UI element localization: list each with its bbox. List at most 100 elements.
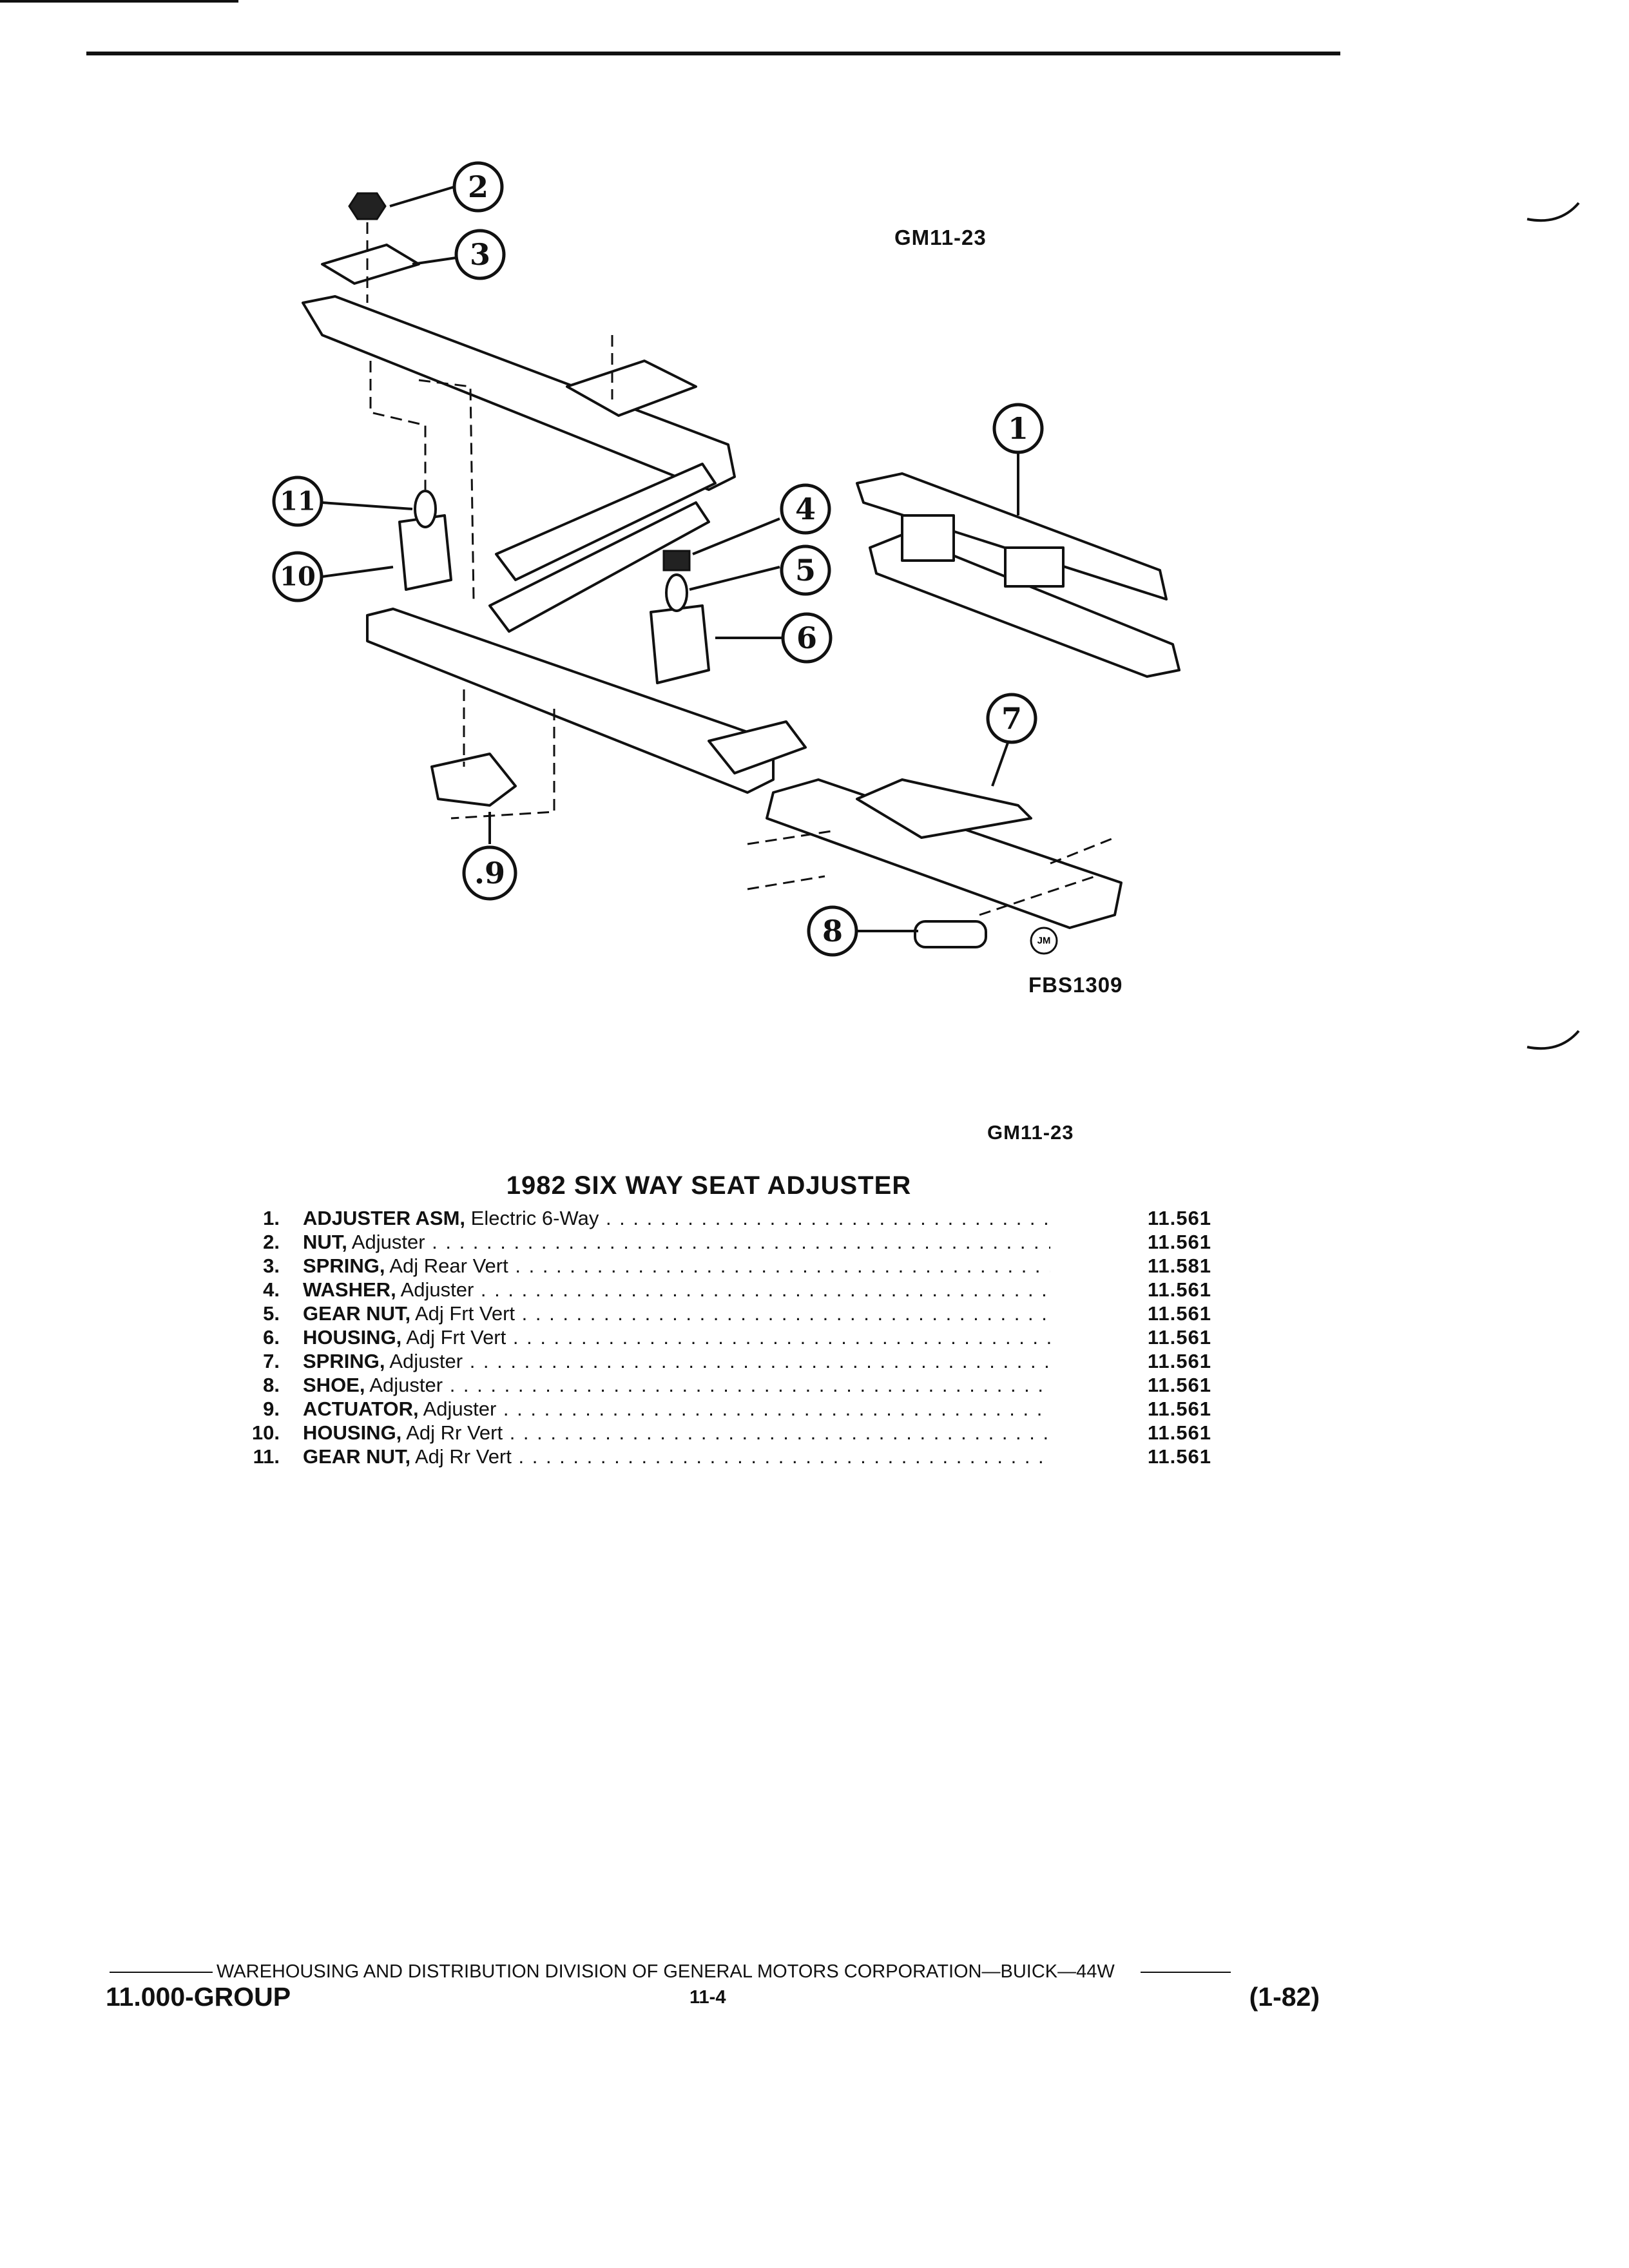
- part-description: ADJUSTER ASM, Electric 6-Way: [303, 1206, 1050, 1230]
- parts-list-row: 3. SPRING, Adj Rear Vert 11.581: [238, 1254, 1211, 1278]
- callout-2: [452, 161, 504, 213]
- part-reference: 11.561: [1147, 1207, 1211, 1229]
- part-reference: 11.581: [1147, 1254, 1211, 1277]
- callout-1: [992, 403, 1044, 454]
- page-number: 11-4: [689, 1987, 726, 2008]
- part-reference: 11.561: [1147, 1445, 1211, 1468]
- part-name: ACTUATOR,: [303, 1398, 419, 1420]
- part-name: HOUSING,: [303, 1326, 402, 1349]
- exploded-parts-diagram: 2 3 1 4 5 6 7 8 .9 10 11 JM: [272, 161, 1580, 1050]
- part-name: SHOE,: [303, 1374, 365, 1396]
- part-reference: 11.561: [1147, 1302, 1211, 1325]
- parts-list-row: 11. GEAR NUT, Adj Rr Vert 11.561: [238, 1445, 1211, 1468]
- part-number: 3.: [263, 1254, 280, 1277]
- shoe: [914, 920, 987, 948]
- adjuster-motor-b: [1004, 546, 1065, 588]
- margin-tick-1: [1527, 202, 1580, 222]
- header-rule: [86, 52, 1340, 55]
- footer-rule-right: [1140, 1972, 1231, 1974]
- part-reference: 11.561: [1147, 1398, 1211, 1420]
- callout-8-label: 8: [822, 914, 843, 948]
- part-detail: Adj Rr Vert: [410, 1445, 512, 1468]
- lower-track: [366, 608, 775, 794]
- callout-9-label: .9: [474, 856, 505, 890]
- part-name: GEAR NUT,: [303, 1445, 411, 1468]
- part-detail: Adj Frt Vert: [410, 1302, 516, 1325]
- callout-1-label: 1: [1008, 411, 1028, 446]
- callout-5-label: 5: [795, 553, 816, 588]
- upper-arm-bracket: [566, 360, 697, 417]
- part-detail: Adjuster: [365, 1374, 443, 1396]
- part-description: ACTUATOR, Adjuster: [303, 1397, 1050, 1421]
- front-gear-nut: [665, 573, 688, 612]
- front-housing: [650, 604, 710, 684]
- part-name: NUT,: [303, 1231, 347, 1253]
- footer-rule-left: [110, 1972, 213, 1974]
- parts-list-row: 4.WASHER, Adjuster11.561: [238, 1278, 1211, 1302]
- callout-7: [986, 693, 1037, 744]
- callout-2-label: 2: [468, 169, 488, 204]
- part-name: SPRING,: [303, 1254, 385, 1277]
- adjuster-assembly: [856, 472, 1168, 601]
- callout-11: [272, 476, 323, 527]
- spring-plate: [766, 778, 1123, 929]
- part-detail: Adjuster: [347, 1231, 425, 1253]
- rear-gear-nut: [414, 490, 437, 528]
- track-end: [708, 720, 807, 774]
- part-description: HOUSING, Adj Rr Vert: [303, 1421, 1050, 1445]
- callout-4: [780, 483, 831, 535]
- part-description: GEAR NUT, Adj Rr Vert: [303, 1445, 1050, 1468]
- photo-code: FBS1309: [1028, 973, 1123, 997]
- parts-list-row: 8.SHOE, Adjuster11.561: [238, 1373, 1211, 1397]
- part-name: HOUSING,: [303, 1421, 402, 1444]
- part-detail: Adjuster: [385, 1350, 463, 1372]
- jm-logo: [1030, 927, 1058, 955]
- callout-3-label: 3: [470, 237, 490, 272]
- part-number: 10.: [251, 1421, 280, 1444]
- page-title: 1982 SIX WAY SEAT ADJUSTER: [506, 1171, 912, 1200]
- part-description: HOUSING, Adj Frt Vert: [303, 1325, 1050, 1349]
- parts-list-row: 2. NUT, Adjuster 11.561: [238, 1230, 1211, 1254]
- part-number: 2.: [263, 1231, 280, 1253]
- cross-link-lower: [488, 501, 710, 633]
- part-name: ADJUSTER ASM,: [303, 1207, 466, 1229]
- callout-10: [272, 551, 323, 602]
- callout-6: [781, 612, 833, 664]
- part-detail: Electric 6-Way: [465, 1207, 599, 1229]
- cross-link: [495, 463, 717, 581]
- spring-bar: [856, 778, 1032, 839]
- part-reference: 11.561: [1147, 1421, 1211, 1444]
- group-label: 11.000-GROUP: [106, 1982, 291, 2012]
- part-name: GEAR NUT,: [303, 1302, 411, 1325]
- part-description: NUT, Adjuster: [303, 1230, 1050, 1254]
- part-number: 9.: [263, 1398, 280, 1420]
- part-description: WASHER, Adjuster: [303, 1278, 1050, 1302]
- part-detail: Adjuster: [396, 1278, 474, 1301]
- callout-7-label: 7: [1001, 701, 1022, 736]
- callout-10-label: 10: [280, 562, 316, 592]
- washer: [662, 550, 691, 572]
- part-name: SPRING,: [303, 1350, 385, 1372]
- parts-list-row: 7.SPRING, Adjuster11.561: [238, 1349, 1211, 1373]
- part-detail: Adj Rear Vert: [385, 1254, 508, 1277]
- part-description: SHOE, Adjuster: [303, 1373, 1050, 1397]
- parts-list-row: 9. ACTUATOR, Adjuster 11.561: [238, 1397, 1211, 1421]
- callout-9: [462, 845, 517, 901]
- jm-logo-text: JM: [1037, 936, 1051, 947]
- part-number: 11.: [253, 1445, 280, 1468]
- rear-vert-spring: [321, 244, 420, 285]
- part-description: SPRING, Adjuster: [303, 1349, 1050, 1373]
- part-reference: 11.561: [1147, 1374, 1211, 1396]
- callout-5: [780, 544, 831, 596]
- actuator: [430, 753, 517, 807]
- part-reference: 11.561: [1147, 1350, 1211, 1372]
- part-detail: Adjuster: [418, 1398, 497, 1420]
- upper-arm: [302, 295, 736, 491]
- callout-8: [807, 905, 858, 957]
- nut: [348, 192, 387, 220]
- caption-code: GM11-23: [987, 1121, 1074, 1144]
- callout-11-label: 11: [280, 486, 316, 517]
- part-reference: 11.561: [1147, 1231, 1211, 1253]
- callout-4-label: 4: [795, 492, 816, 526]
- callout-3: [454, 229, 506, 280]
